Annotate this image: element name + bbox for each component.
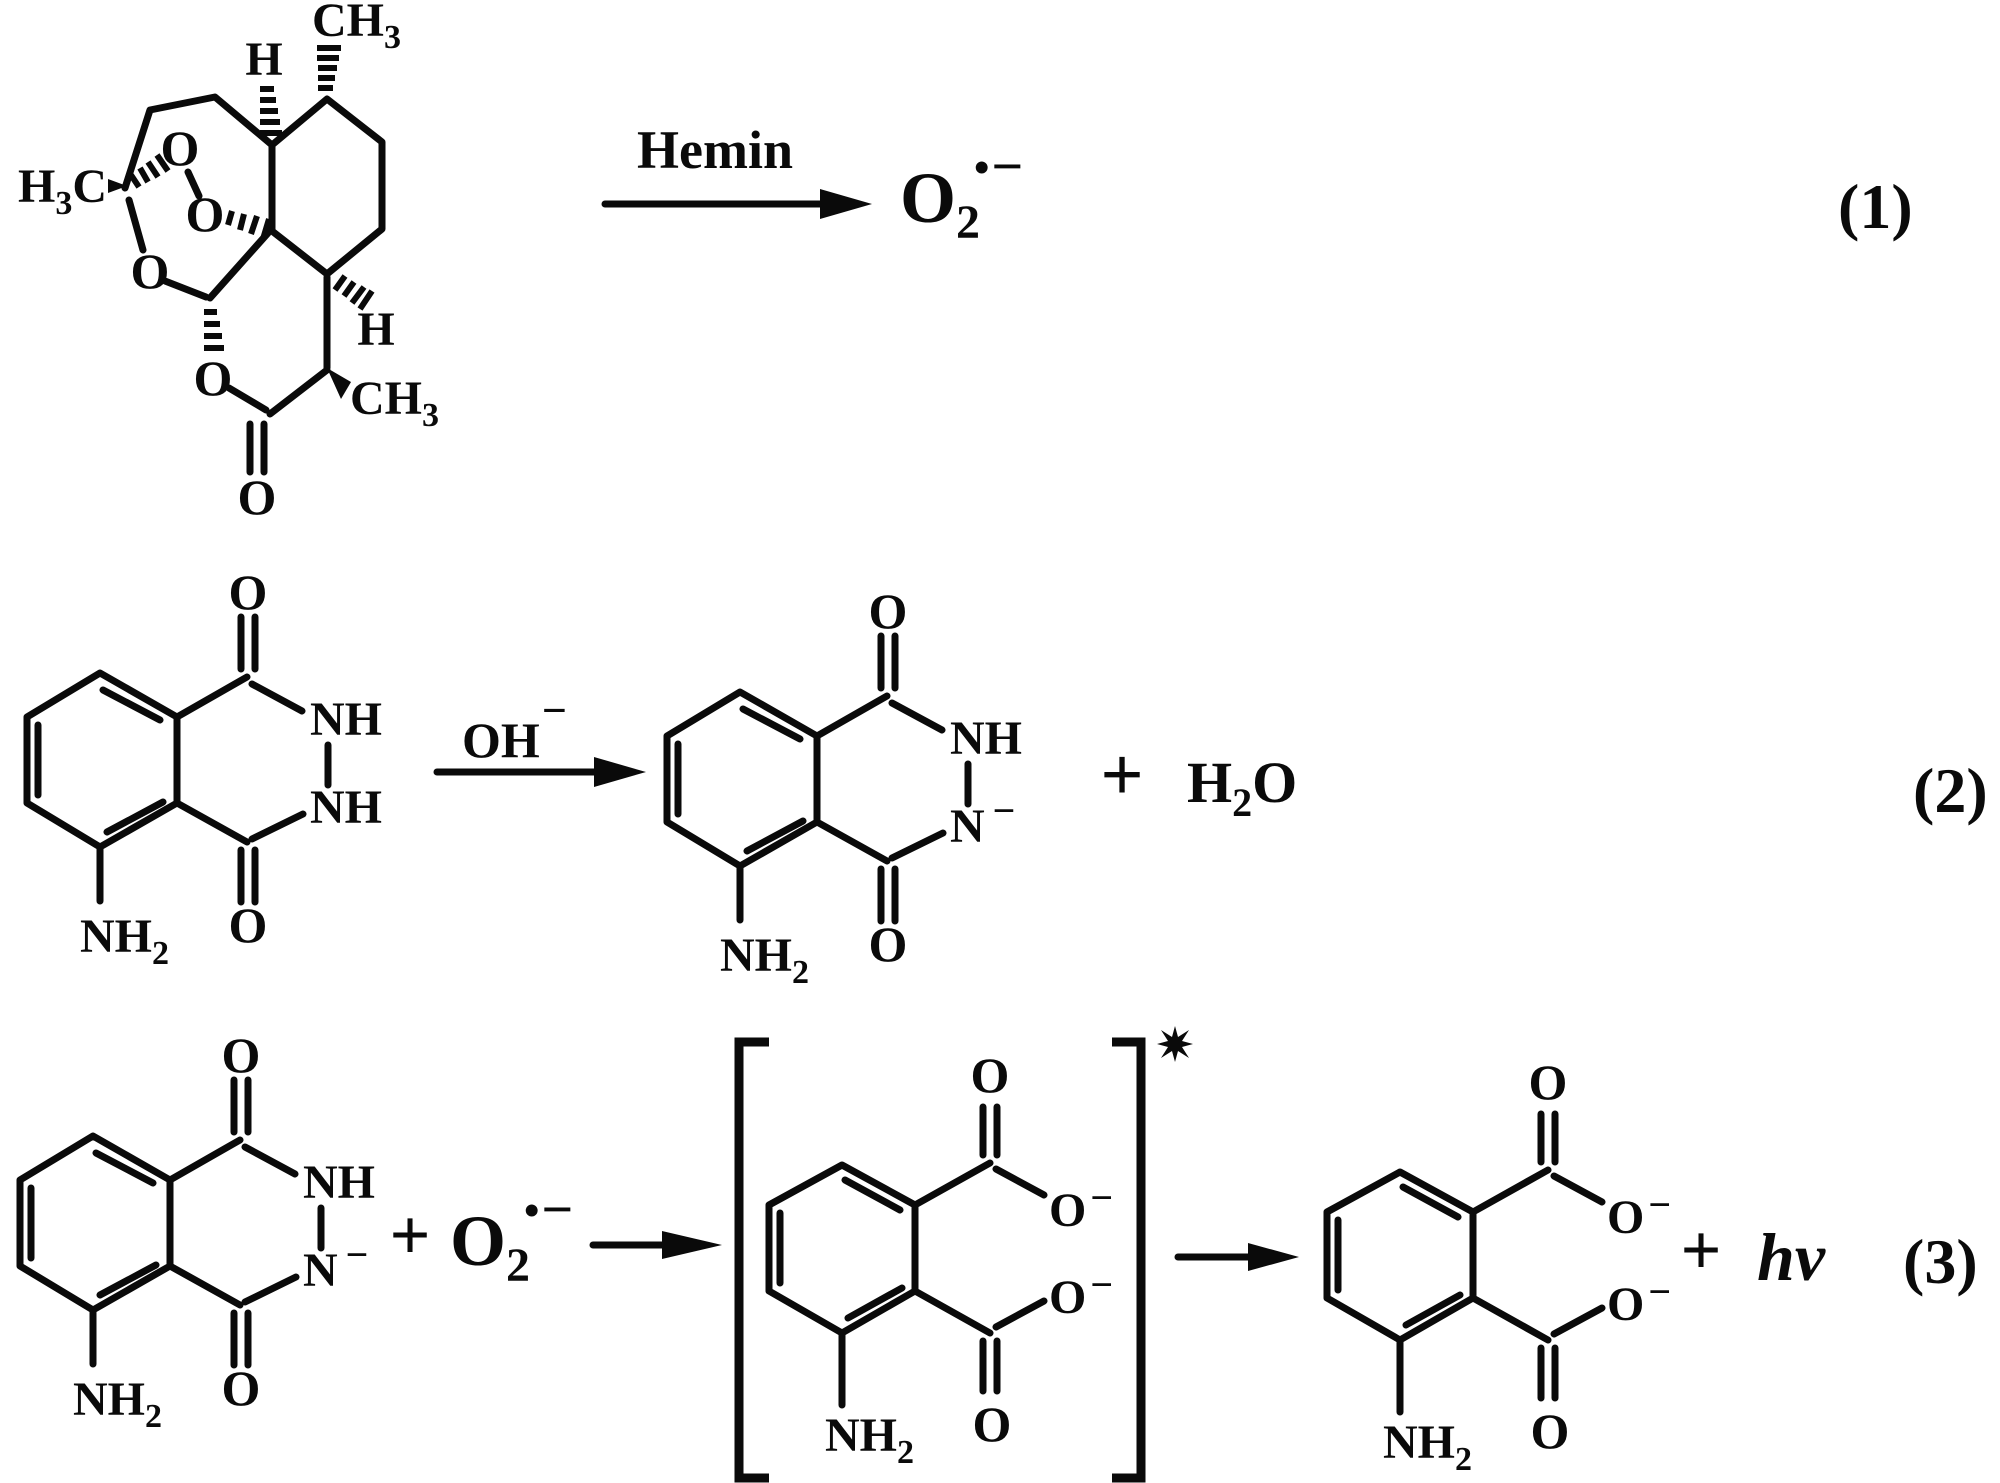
methyl-bottom-label: CH3 bbox=[350, 372, 439, 434]
hydroxide-label: OH− bbox=[462, 686, 567, 768]
water-label: H2O bbox=[1187, 750, 1297, 825]
amine-label: NH2 bbox=[825, 1409, 914, 1471]
superoxide-product-label: O2•− bbox=[900, 136, 1023, 249]
amine-label: NH2 bbox=[1383, 1416, 1472, 1478]
carboxylate-o-anion-bottom-label: O− bbox=[1049, 1262, 1113, 1324]
equation-number-3: (3) bbox=[1903, 1226, 1978, 1297]
peroxide-oxygen-1-label: O bbox=[161, 120, 200, 176]
carboxylate-o-anion-bottom-label: O− bbox=[1607, 1269, 1671, 1331]
amide-nh-bottom-label: NH bbox=[310, 781, 382, 834]
hydrogen-top-label: H bbox=[245, 33, 282, 86]
carboxylate-oxygen-bottom-label: O bbox=[1531, 1403, 1570, 1459]
plus-sign: + bbox=[389, 1195, 430, 1275]
amine-label: NH2 bbox=[720, 929, 809, 991]
left-bracket bbox=[734, 1037, 769, 1483]
carbonyl-oxygen-top-label: O bbox=[229, 564, 268, 620]
plus-sign: + bbox=[1100, 733, 1143, 817]
reaction-2-arrow: OH− bbox=[433, 686, 646, 787]
amide-nh-top-label: NH bbox=[310, 693, 382, 746]
carbonyl-oxygen-label: O bbox=[238, 469, 277, 525]
reaction-1: CH3 H H3C O O O O O H CH3 Hemin O2•− (1) bbox=[18, 0, 1913, 525]
reaction-1-arrow: Hemin bbox=[601, 120, 872, 219]
superoxide-reactant-label: O2•− bbox=[450, 1179, 573, 1292]
amine-label: NH2 bbox=[80, 910, 169, 972]
reaction-3: O NH N− O NH2 + O2•− O O− O− O NH2 bbox=[20, 1026, 1978, 1483]
photon-label: hv bbox=[1757, 1219, 1826, 1295]
luminol-anion-bonds bbox=[20, 1080, 321, 1365]
carboxylate-oxygen-top-label: O bbox=[1529, 1054, 1568, 1110]
aminophthalate-bonds bbox=[769, 1107, 1044, 1405]
luminol-anion-structure: O NH N− O NH2 bbox=[667, 583, 1022, 991]
catalyst-label: Hemin bbox=[637, 120, 793, 180]
reaction-3-arrow-2 bbox=[1174, 1243, 1299, 1271]
aminophthalate-bonds bbox=[1327, 1114, 1602, 1412]
luminol-anion-structure: O NH N− O NH2 bbox=[20, 1027, 375, 1435]
carboxylate-o-anion-top-label: O− bbox=[1607, 1182, 1671, 1244]
carbonyl-oxygen-bottom-label: O bbox=[229, 897, 268, 953]
hydrogen-right-label: H bbox=[357, 303, 394, 356]
amide-n-anion-label: N− bbox=[950, 788, 1015, 853]
amide-nh-label: NH bbox=[950, 712, 1022, 765]
amine-label: NH2 bbox=[73, 1373, 162, 1435]
artemisinin-bonds bbox=[121, 93, 386, 418]
ether-oxygen-label: O bbox=[131, 243, 170, 299]
arrow-head-icon bbox=[820, 189, 872, 219]
carbonyl-oxygen-top-label: O bbox=[222, 1027, 261, 1083]
lactone-carbonyl-double-bond bbox=[246, 420, 268, 476]
arrow-head-icon bbox=[1248, 1243, 1299, 1271]
amide-nh-label: NH bbox=[303, 1156, 375, 1209]
luminol-anion-bonds bbox=[667, 636, 968, 921]
luminol-structure: O NH NH O NH2 bbox=[27, 564, 382, 972]
arrow-head-icon bbox=[594, 757, 646, 787]
carbonyl-oxygen-top-label: O bbox=[869, 583, 908, 639]
stereo-wedge-h3c bbox=[108, 179, 127, 193]
amide-n-anion-label: N− bbox=[303, 1232, 368, 1297]
excited-intermediate: O O− O− O NH2 bbox=[734, 1026, 1193, 1483]
methyl-left-label: H3C bbox=[18, 160, 107, 222]
plus-sign: + bbox=[1680, 1210, 1721, 1290]
lactone-oxygen-label: O bbox=[194, 350, 233, 406]
carbonyl-oxygen-bottom-label: O bbox=[222, 1360, 261, 1416]
carboxylate-oxygen-bottom-label: O bbox=[973, 1396, 1012, 1452]
peroxide-oxygen-2-label: O bbox=[186, 186, 225, 242]
methyl-top-label: CH3 bbox=[312, 0, 401, 56]
equation-number-1: (1) bbox=[1838, 171, 1913, 242]
excited-state-star-icon bbox=[1157, 1026, 1193, 1062]
reaction-2: O NH NH O NH2 OH− O NH N− O NH2 + H2O (2… bbox=[27, 564, 1988, 991]
right-bracket bbox=[1112, 1037, 1146, 1483]
artemisinin-structure: CH3 H H3C O O O O O H CH3 bbox=[18, 0, 439, 525]
stereo-hash-bonds bbox=[128, 45, 375, 351]
reaction-3-arrow-1 bbox=[589, 1231, 722, 1259]
carboxylate-oxygen-top-label: O bbox=[971, 1047, 1010, 1103]
luminol-bonds bbox=[27, 617, 328, 902]
arrow-head-icon bbox=[662, 1231, 722, 1259]
carboxylate-o-anion-top-label: O− bbox=[1049, 1175, 1113, 1237]
equation-number-2: (2) bbox=[1913, 755, 1988, 826]
aminophthalate-product: O O− O− O NH2 bbox=[1327, 1054, 1671, 1478]
carbonyl-oxygen-bottom-label: O bbox=[869, 916, 908, 972]
stereo-wedge-ch3 bbox=[327, 368, 351, 399]
